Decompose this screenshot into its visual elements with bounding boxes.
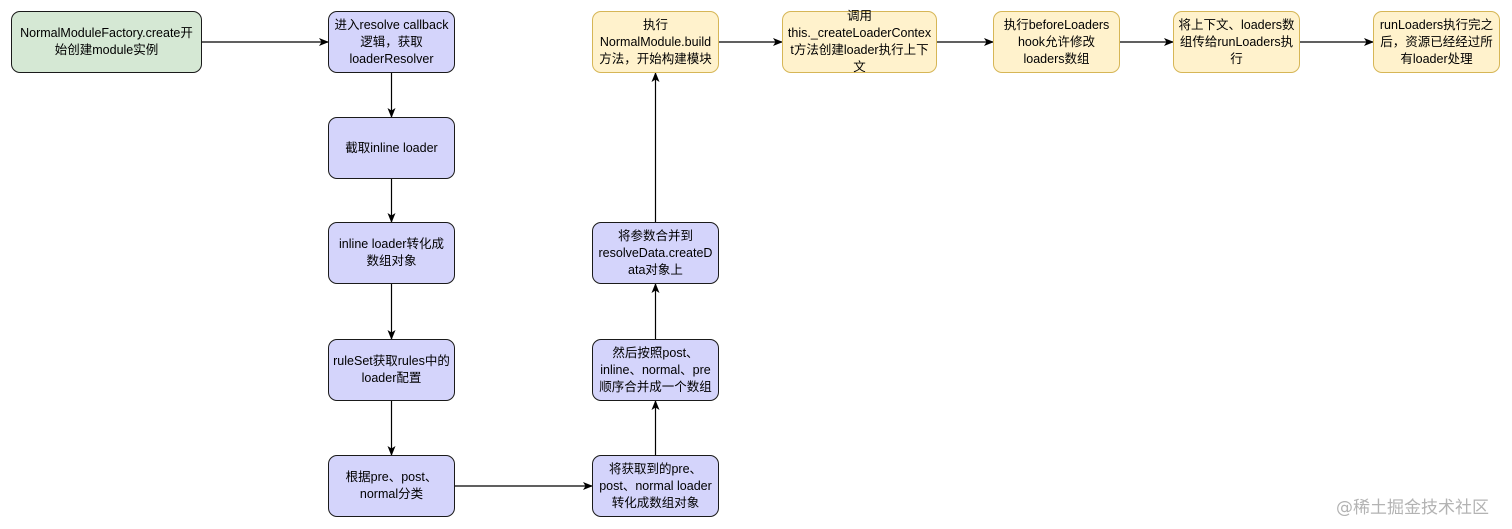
watermark-label: @稀土掘金技术社区: [1336, 498, 1489, 518]
node-merge-in-order: 然后按照post、inline、normal、pre顺序合并成一个数组: [592, 339, 719, 401]
node-merge-into-create-data: 将参数合并到resolveData.createData对象上: [592, 222, 719, 284]
node-create-loader-context: 调用this._createLoaderContext方法创建loader执行上…: [782, 9, 937, 74]
node-extract-inline-loader: 截取inline loader: [328, 117, 455, 179]
node-inline-loader-to-array: inline loader转化成数组对象: [328, 222, 455, 284]
node-run-loaders-complete: runLoaders执行完之后，资源已经经过所有loader处理: [1373, 11, 1500, 73]
node-enter-resolve-callback: 进入resolve callback逻辑，获取loaderResolver: [328, 11, 455, 73]
node-classify-pre-post-normal: 根据pre、post、normal分类: [328, 455, 455, 517]
node-normal-module-build: 执行NormalModule.build方法，开始构建模块: [592, 11, 719, 73]
node-normal-module-factory-create: NormalModuleFactory.create开始创建module实例: [11, 11, 202, 73]
node-before-loaders-hook: 执行beforeLoaders hook允许修改loaders数组: [993, 11, 1120, 73]
node-ruleset-get-loader-config: ruleSet获取rules中的loader配置: [328, 339, 455, 401]
node-pass-to-run-loaders: 将上下文、loaders数组传给runLoaders执行: [1173, 11, 1300, 73]
node-convert-loaders-to-array: 将获取到的pre、post、normal loader转化成数组对象: [592, 455, 719, 517]
